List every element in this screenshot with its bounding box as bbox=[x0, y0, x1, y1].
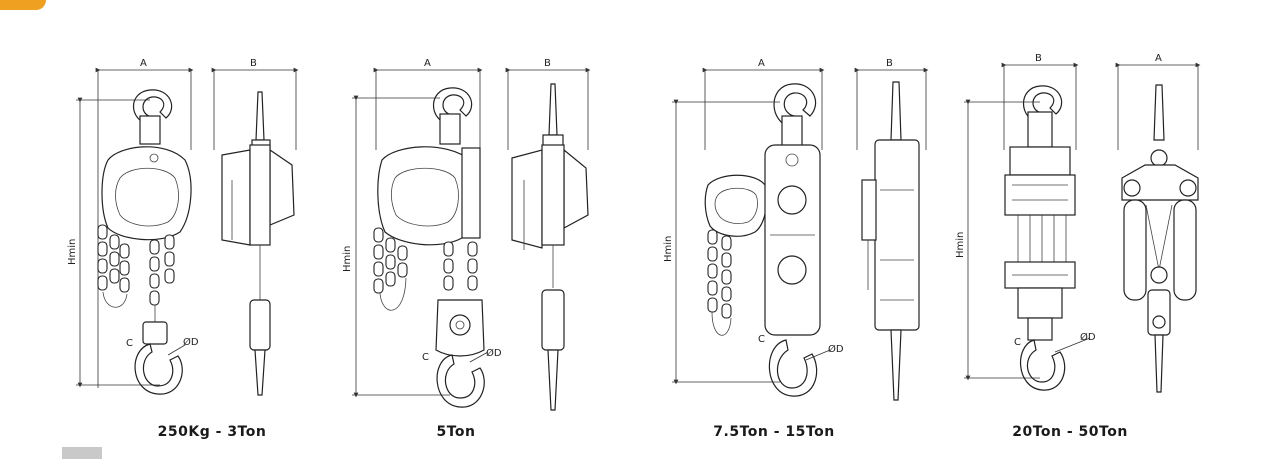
hand-chain-loop bbox=[373, 227, 408, 311]
dimension-c-label: C bbox=[126, 338, 133, 349]
hoist-5ton-front-view: A Hmin bbox=[342, 58, 502, 408]
hoist-5ton-side-view: B bbox=[505, 58, 591, 411]
dimension-hmin-label: Hmin bbox=[342, 246, 353, 272]
dimension-a-label: A bbox=[758, 58, 765, 69]
dimension-d-label: ØD bbox=[183, 336, 199, 348]
dimension-hmin-label: Hmin bbox=[955, 232, 966, 258]
dimension-b-label: B bbox=[886, 58, 893, 69]
dimension-b-label: B bbox=[1035, 53, 1042, 64]
load-chain bbox=[149, 234, 175, 322]
caption-model-7-5ton-15ton: 7.5Ton - 15Ton bbox=[713, 424, 835, 440]
dimension-d-label: ØD bbox=[486, 347, 502, 359]
hoist-7-5ton-15ton-side-view: B bbox=[854, 58, 929, 401]
brand-corner-mark bbox=[0, 0, 46, 10]
dimension-a-label: A bbox=[424, 58, 431, 69]
dimension-c-label: C bbox=[758, 334, 765, 345]
dimension-c-label: C bbox=[1014, 337, 1021, 348]
dimension-a-label: A bbox=[1155, 53, 1162, 64]
hand-chain-loop bbox=[97, 224, 130, 308]
dimension-c-label: C bbox=[422, 352, 429, 363]
hoist-250kg-3ton-front-view: A Hmin bbox=[67, 58, 199, 395]
caption-model-250kg-3ton: 250Kg - 3Ton bbox=[157, 424, 267, 440]
dimension-hmin-label: Hmin bbox=[67, 239, 78, 265]
hoist-20ton-50ton-side-view: A bbox=[1115, 53, 1201, 393]
dimension-b-label: B bbox=[544, 58, 551, 69]
dimension-a-label: A bbox=[140, 58, 147, 69]
hoist-20ton-50ton-front-view: B Hmin C ØD bbox=[955, 53, 1096, 391]
load-chain bbox=[443, 241, 478, 291]
caption-model-20ton-50ton: 20Ton - 50Ton bbox=[1012, 424, 1128, 440]
dimension-d-label: ØD bbox=[828, 343, 844, 355]
hand-chain-loop bbox=[707, 229, 732, 336]
caption-model-5ton: 5Ton bbox=[436, 424, 476, 440]
hoist-250kg-3ton-side-view: B bbox=[211, 58, 299, 396]
dimension-d-label: ØD bbox=[1080, 331, 1096, 343]
dimension-hmin-label: Hmin bbox=[663, 236, 674, 262]
hoist-7-5ton-15ton-front-view: A Hmin bbox=[663, 58, 844, 397]
footer-gray-swatch bbox=[62, 447, 102, 459]
dimension-b-label: B bbox=[250, 58, 257, 69]
